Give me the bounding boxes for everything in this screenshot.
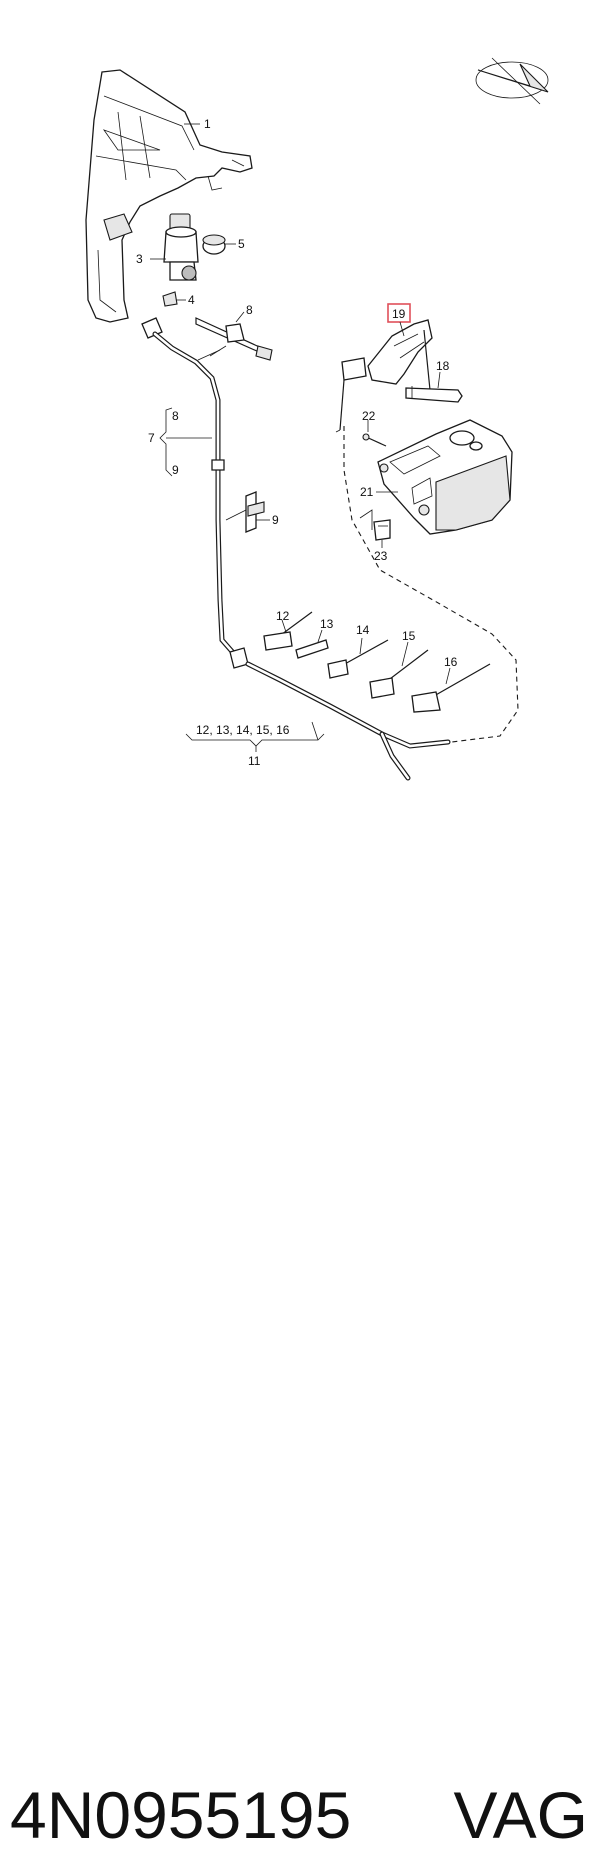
washer-hose-11 [245, 661, 451, 781]
clip-12 [263, 611, 313, 651]
cable-tie-15 [369, 649, 429, 699]
label-7: 7 [148, 431, 155, 445]
parts-diagram: 1 3 5 4 8 7 8 9 [85, 57, 549, 781]
label-7-part-8: 8 [172, 409, 179, 423]
grommet-seal [202, 234, 226, 255]
label-9: 9 [272, 513, 279, 527]
label-14: 14 [356, 623, 370, 637]
part-number: 4N0955195 [10, 1778, 352, 1852]
brand-name: VAG [453, 1778, 588, 1852]
label-19-highlight [387, 303, 411, 323]
label-16: 16 [444, 655, 458, 669]
washer-reservoir [85, 69, 253, 323]
cable-tie-14 [327, 639, 389, 679]
clip-23 [373, 519, 391, 541]
label-19: 19 [392, 307, 406, 321]
label-18: 18 [436, 359, 450, 373]
direction-compass-icon [475, 57, 549, 105]
bracket-7 [159, 407, 212, 477]
headlamp-21 [377, 419, 513, 535]
label-13: 13 [320, 617, 334, 631]
label-5: 5 [238, 237, 245, 251]
nozzle-bracket-19 [335, 319, 433, 433]
cable-tie-16 [411, 663, 491, 713]
washer-pump [163, 213, 199, 281]
label-11-group: 12, 13, 14, 15, 16 [196, 723, 290, 737]
caption-area: 4N0955195 VAG [0, 880, 600, 1852]
washer-nozzle-18 [405, 386, 463, 403]
label-15: 15 [402, 629, 416, 643]
hose-clip-9 [245, 491, 265, 533]
label-12: 12 [276, 609, 290, 623]
label-4: 4 [188, 293, 195, 307]
hose-route-dashed [343, 426, 519, 743]
label-22: 22 [362, 409, 376, 423]
clip-13 [295, 639, 329, 659]
label-11: 11 [248, 754, 261, 768]
label-8: 8 [246, 303, 253, 317]
label-23: 23 [374, 549, 388, 563]
label-3: 3 [136, 252, 143, 266]
washer-hose-main [141, 317, 249, 669]
label-7-part-9: 9 [172, 463, 179, 477]
screw-22 [362, 433, 387, 447]
cable-tie-8 [195, 317, 273, 361]
small-seal [162, 291, 178, 307]
label-21: 21 [360, 485, 374, 499]
label-1: 1 [204, 117, 211, 131]
